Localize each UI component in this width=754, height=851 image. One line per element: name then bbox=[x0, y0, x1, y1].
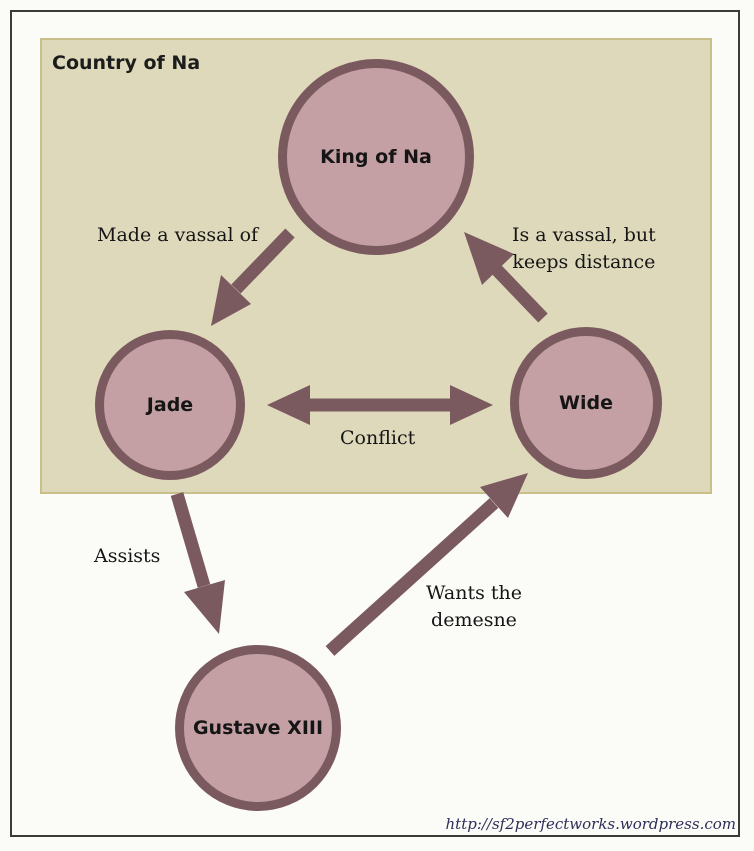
node-jade: Jade bbox=[95, 330, 245, 480]
node-gustave-xiii: Gustave XIII bbox=[175, 645, 341, 811]
edge-label-conflict: Conflict bbox=[340, 427, 416, 449]
region-title: Country of Na bbox=[52, 52, 201, 74]
node-label: Wide bbox=[559, 392, 613, 414]
node-label: King of Na bbox=[320, 146, 432, 168]
arrow-jade-wide-conflict bbox=[267, 385, 493, 425]
edge-label-assists: Assists bbox=[94, 545, 161, 567]
edge-label-is-a-vassal: Is a vassal, but keeps distance bbox=[512, 224, 656, 273]
node-label: Jade bbox=[146, 394, 194, 416]
watermark-url: http://sf2perfectworks.wordpress.com bbox=[445, 815, 737, 833]
edge-label-wants-the-demesne: Wants the demesne bbox=[426, 582, 522, 631]
node-king-of-na: King of Na bbox=[278, 59, 474, 255]
arrow-gustave-to-wide bbox=[325, 473, 528, 656]
edge-label-made-a-vassal-of: Made a vassal of bbox=[97, 224, 259, 246]
node-label: Gustave XIII bbox=[192, 717, 324, 739]
node-wide: Wide bbox=[510, 327, 662, 479]
arrow-king-to-jade bbox=[211, 228, 295, 326]
arrow-jade-to-gustave bbox=[170, 492, 225, 634]
arrow-wide-to-king bbox=[464, 232, 548, 323]
